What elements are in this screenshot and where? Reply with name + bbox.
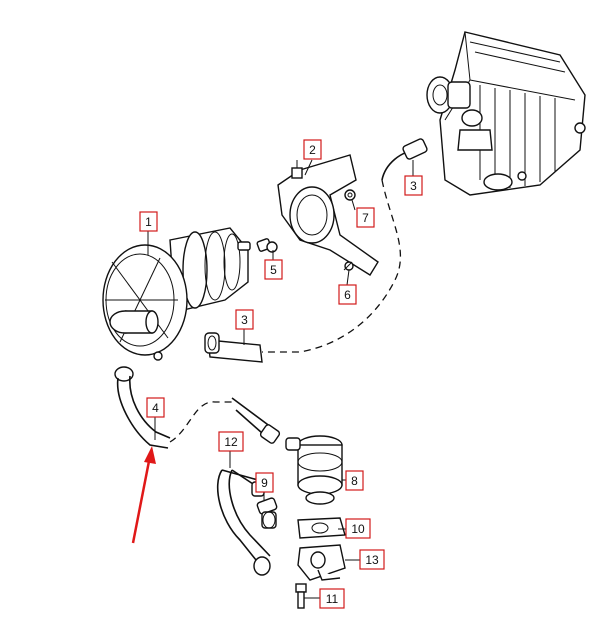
callout-4[interactable]: 4	[146, 397, 165, 418]
svg-text:5: 5	[270, 263, 277, 277]
callout-1[interactable]: 1	[139, 211, 158, 232]
svg-text:9: 9	[261, 476, 268, 490]
callout-11[interactable]: 11	[319, 588, 345, 609]
callout-7[interactable]: 7	[356, 207, 375, 228]
callout-2[interactable]: 2	[303, 139, 322, 160]
screw-6[interactable]	[343, 261, 354, 271]
bolt[interactable]	[295, 583, 307, 609]
gasket[interactable]	[297, 517, 346, 539]
callout-5[interactable]: 5	[264, 259, 283, 280]
svg-text:8: 8	[351, 474, 358, 488]
callout-6[interactable]: 6	[338, 284, 357, 305]
callout-9[interactable]: 9	[255, 472, 274, 493]
callout-3-upper[interactable]: 3	[404, 175, 423, 196]
callout-10[interactable]: 10	[345, 518, 371, 539]
red-arrow-icon	[131, 446, 156, 544]
fitting[interactable]	[256, 497, 278, 529]
hose-pump-outlet[interactable]	[204, 332, 263, 363]
hose-upper[interactable]	[262, 138, 428, 353]
svg-text:1: 1	[145, 215, 152, 229]
leader-lines	[147, 159, 414, 599]
svg-text:13: 13	[365, 553, 379, 567]
callout-8[interactable]: 8	[345, 470, 364, 491]
secondary-air-pump[interactable]	[102, 227, 251, 361]
svg-text:3: 3	[410, 179, 417, 193]
connection-pipe[interactable]	[297, 544, 346, 581]
air-filter-housing[interactable]	[426, 31, 586, 196]
callout-13[interactable]: 13	[359, 549, 385, 570]
nut-7[interactable]	[344, 189, 356, 201]
svg-text:7: 7	[362, 211, 369, 225]
svg-text:10: 10	[351, 522, 365, 536]
svg-text:12: 12	[224, 435, 238, 449]
callout-3-lower[interactable]: 3	[235, 309, 254, 330]
combination-valve[interactable]	[285, 435, 343, 505]
callout-12[interactable]: 12	[218, 431, 244, 452]
screw-5[interactable]	[256, 238, 278, 253]
svg-text:4: 4	[152, 401, 159, 415]
hose-4[interactable]	[114, 366, 281, 449]
mounting-bracket[interactable]	[277, 154, 379, 276]
svg-text:11: 11	[326, 592, 339, 606]
svg-text:2: 2	[309, 143, 316, 157]
svg-text:3: 3	[241, 313, 248, 327]
svg-text:6: 6	[344, 288, 351, 302]
